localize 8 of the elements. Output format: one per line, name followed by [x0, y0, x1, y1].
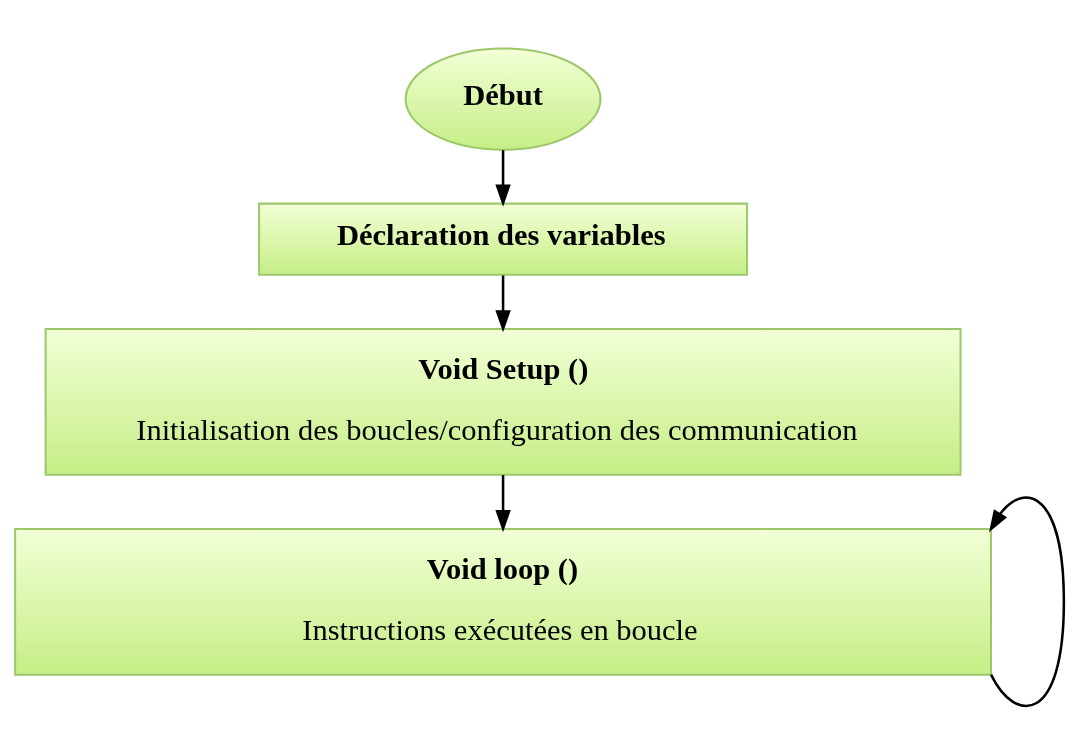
node-box: Void Setup () Initialisation des boucles/configuration des communication	[44, 327, 962, 476]
arrow	[989, 495, 1066, 707]
arrow	[495, 474, 511, 532]
node-box: Void loop () Instructions exécutées en boucle	[14, 527, 993, 676]
node-box: Déclaration des variables	[258, 202, 749, 276]
node-ellipse: Début	[404, 46, 602, 151]
arrow	[495, 274, 511, 332]
arrow	[495, 149, 511, 207]
